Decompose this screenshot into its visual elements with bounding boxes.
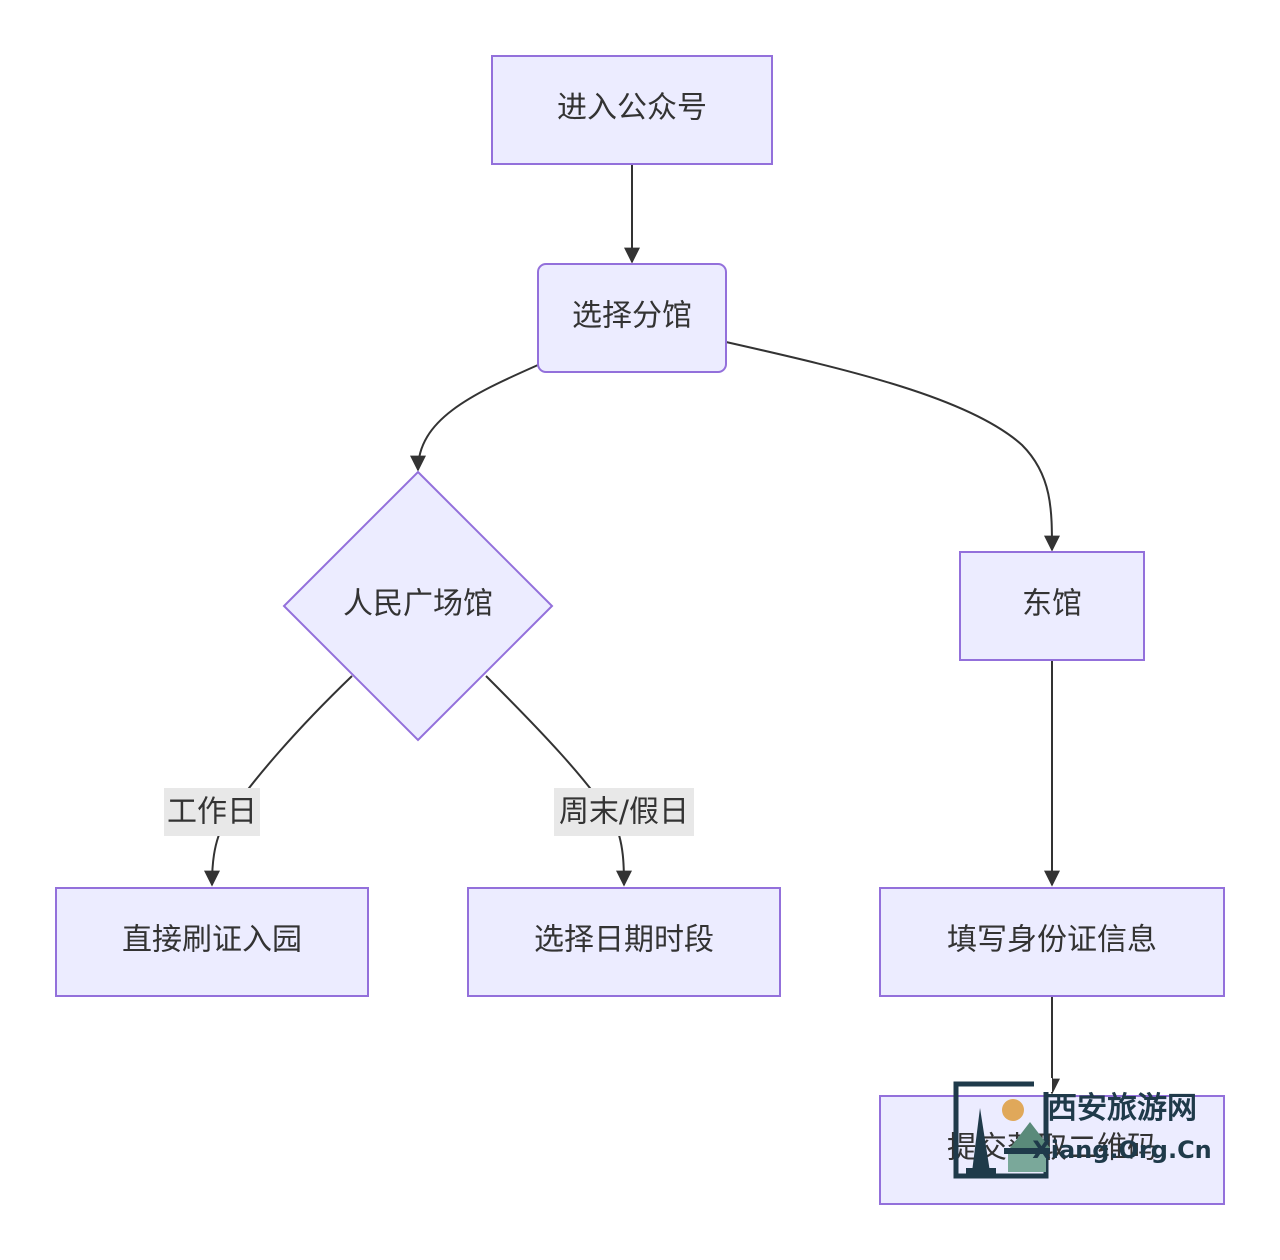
node-choose-date-label: 选择日期时段 (534, 923, 714, 958)
node-direct-entry-label: 直接刷证入园 (122, 923, 302, 958)
node-direct-entry[interactable]: 直接刷证入园 (55, 887, 369, 997)
edge-peoples-square-to-choose-date (485, 675, 632, 887)
node-fill-id[interactable]: 填写身份证信息 (879, 887, 1225, 997)
node-peoples-square-label: 人民广场馆 (343, 587, 493, 622)
node-east-label: 东馆 (1022, 587, 1082, 622)
edge-label-weekend: 周末/假日 (554, 788, 694, 836)
node-choose-branch[interactable]: 选择分馆 (537, 263, 727, 373)
watermark: 西安旅游网 Xiang.Org.Cn (953, 1078, 1212, 1179)
node-choose-date[interactable]: 选择日期时段 (467, 887, 781, 997)
node-enter[interactable]: 进入公众号 (491, 55, 773, 165)
node-peoples-square[interactable]: 人民广场馆 (282, 470, 554, 742)
watermark-subtitle: Xiang.Org.Cn (1032, 1136, 1212, 1164)
edge-peoples-square-to-direct-entry (204, 675, 353, 887)
edge-label-weekday-text: 工作日 (167, 795, 257, 830)
edge-choose-to-peoples-square (410, 364, 539, 472)
edge-label-weekend-text: 周末/假日 (559, 795, 689, 830)
node-east[interactable]: 东馆 (959, 551, 1145, 661)
node-fill-id-label: 填写身份证信息 (947, 923, 1157, 958)
watermark-title: 西安旅游网 (1047, 1091, 1197, 1126)
node-choose-branch-label: 选择分馆 (572, 299, 692, 334)
node-enter-label: 进入公众号 (557, 91, 707, 126)
edge-label-weekday: 工作日 (164, 788, 260, 836)
watermark-logo-icon (953, 1078, 1052, 1179)
edge-choose-to-east (725, 341, 1060, 552)
